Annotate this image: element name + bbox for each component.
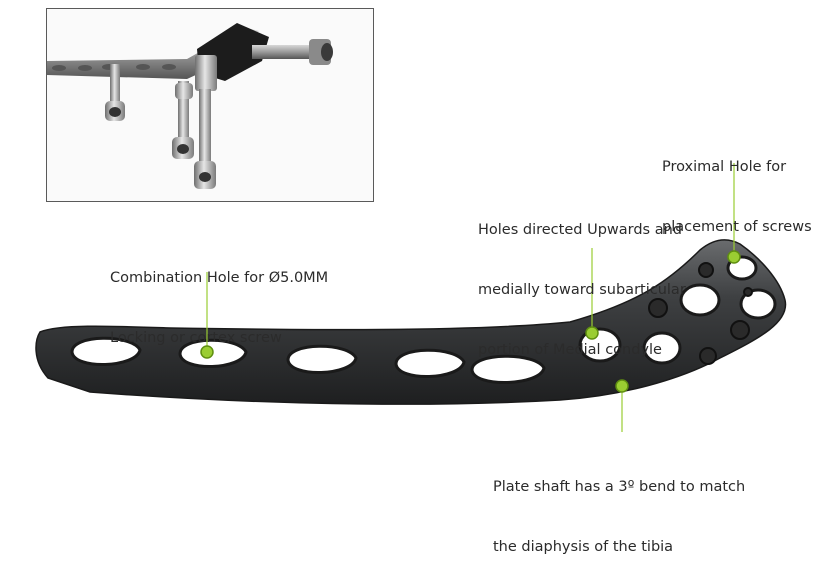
marker-proximal-hole [727, 250, 741, 264]
callout-upward-holes: Holes directed Upwards and medially towa… [478, 180, 686, 380]
shaft-hole-1 [70, 336, 142, 366]
callout-upward-holes-line2: medially toward subarticular [478, 282, 686, 298]
callout-upward-holes-line1: Holes directed Upwards and [478, 222, 682, 238]
inset-sleeve-3 [194, 89, 216, 189]
inset-sleeve-1 [105, 64, 125, 121]
inset-knob [195, 55, 217, 91]
inset-sleeve-2 [172, 81, 194, 159]
inset-sleeve-horizontal [252, 45, 322, 59]
shaft-hole-3 [286, 344, 358, 374]
marker-upward-holes [585, 326, 599, 340]
inset-photo-frame [46, 8, 374, 202]
drill-guides-illustration [47, 23, 333, 189]
callout-combination-hole-line1: Combination Hole for Ø5.0MM [110, 270, 329, 286]
callout-combination-hole: Combination Hole for Ø5.0MM Locking or c… [110, 228, 328, 368]
callout-upward-holes-line3: portion of Medial condyle [478, 342, 662, 358]
main-illustration [35, 163, 787, 432]
proximal-hole-b [642, 331, 682, 365]
callout-shaft-bend: Plate shaft has a 3º bend to match the d… [493, 437, 745, 577]
callout-proximal-hole-line2: placement of screws [662, 219, 812, 235]
callout-proximal-hole-line1: Proximal Hole for [662, 159, 787, 175]
marker-shaft-bend [615, 379, 629, 393]
proximal-hole-c [679, 283, 721, 317]
callout-shaft-bend-line1: Plate shaft has a 3º bend to match [493, 479, 746, 495]
callout-combination-hole-line2: Locking or cortex screw [110, 330, 282, 346]
proximal-hole-d [739, 288, 777, 320]
callout-proximal-hole: Proximal Hole for placement of screws [662, 117, 812, 257]
marker-combination-hole [200, 345, 214, 359]
shaft-hole-4 [394, 348, 466, 378]
shaft-hole-5 [470, 354, 546, 385]
callout-shaft-bend-line2: the diaphysis of the tibia [493, 539, 674, 555]
